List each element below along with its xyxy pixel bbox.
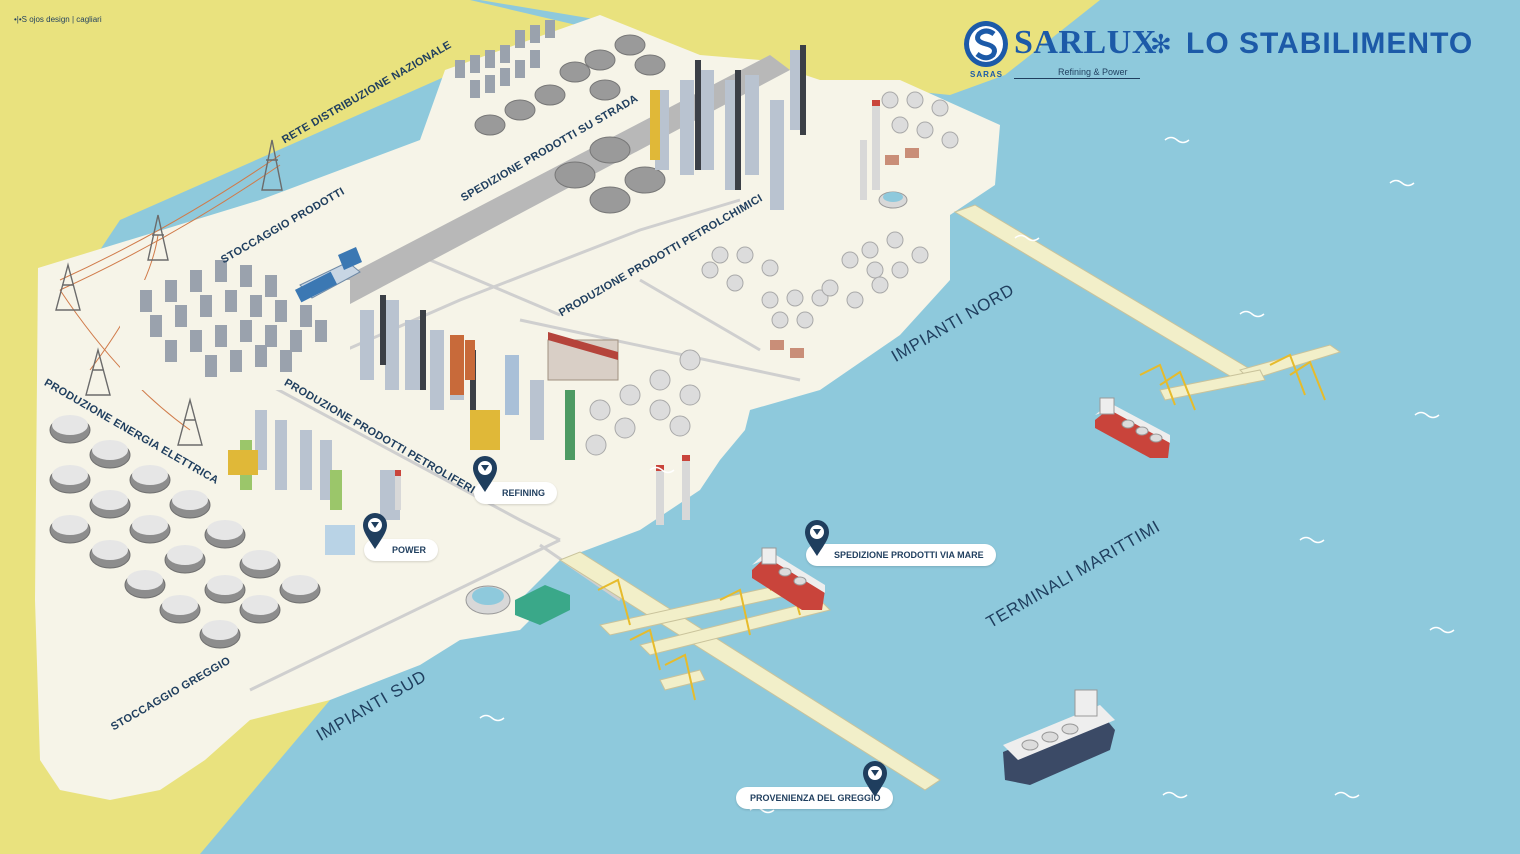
tanker-truck: [295, 247, 362, 303]
small-buildings: [770, 148, 919, 358]
tanker-ship-north: [1095, 397, 1170, 458]
credit-text: ojos design | cagliari: [29, 15, 102, 24]
logo-subtitle: Refining & Power: [1058, 67, 1128, 77]
map-pin-icon: [363, 513, 387, 549]
product-tanks: [120, 260, 350, 390]
crude-tank-tops: [52, 415, 318, 640]
tanker-ship-mid: [752, 547, 825, 610]
map-pin-icon: [473, 456, 497, 492]
waves: [479, 136, 1455, 814]
map-pin-icon: [863, 761, 887, 797]
logo-divider: [1014, 78, 1140, 79]
pin-power-label: POWER: [364, 539, 439, 561]
map-pin-icon: [805, 520, 829, 556]
north-tanks: [455, 20, 666, 214]
logo-company: SARAS: [970, 70, 1004, 79]
credit: •|•S ojos design | cagliari: [14, 15, 102, 24]
land-coast: [0, 0, 1100, 95]
page-title: LO STABILIMENTO: [1186, 27, 1474, 60]
refinery-units: [228, 45, 806, 555]
pylons: [55, 139, 283, 446]
logo-star-icon: ✻: [1150, 30, 1172, 60]
pin-refining-label: REFINING: [474, 482, 558, 504]
spheres: [585, 91, 959, 456]
saras-logo-icon: [964, 21, 1008, 67]
tanker-ship-south: [1003, 689, 1115, 785]
credit-mark: •|•S: [14, 15, 28, 24]
pin-provenienza-greggio-label: PROVENIENZA DEL GREGGIO: [736, 787, 893, 809]
logo-brand: SARLUX: [1014, 24, 1157, 61]
logo: SARAS SARLUX ✻ LO STABILIMENTO Refining …: [962, 20, 1492, 84]
pin-spedizione-mare-label: SPEDIZIONE PRODOTTI VIA MARE: [806, 544, 996, 566]
south-facilities: [465, 191, 908, 625]
